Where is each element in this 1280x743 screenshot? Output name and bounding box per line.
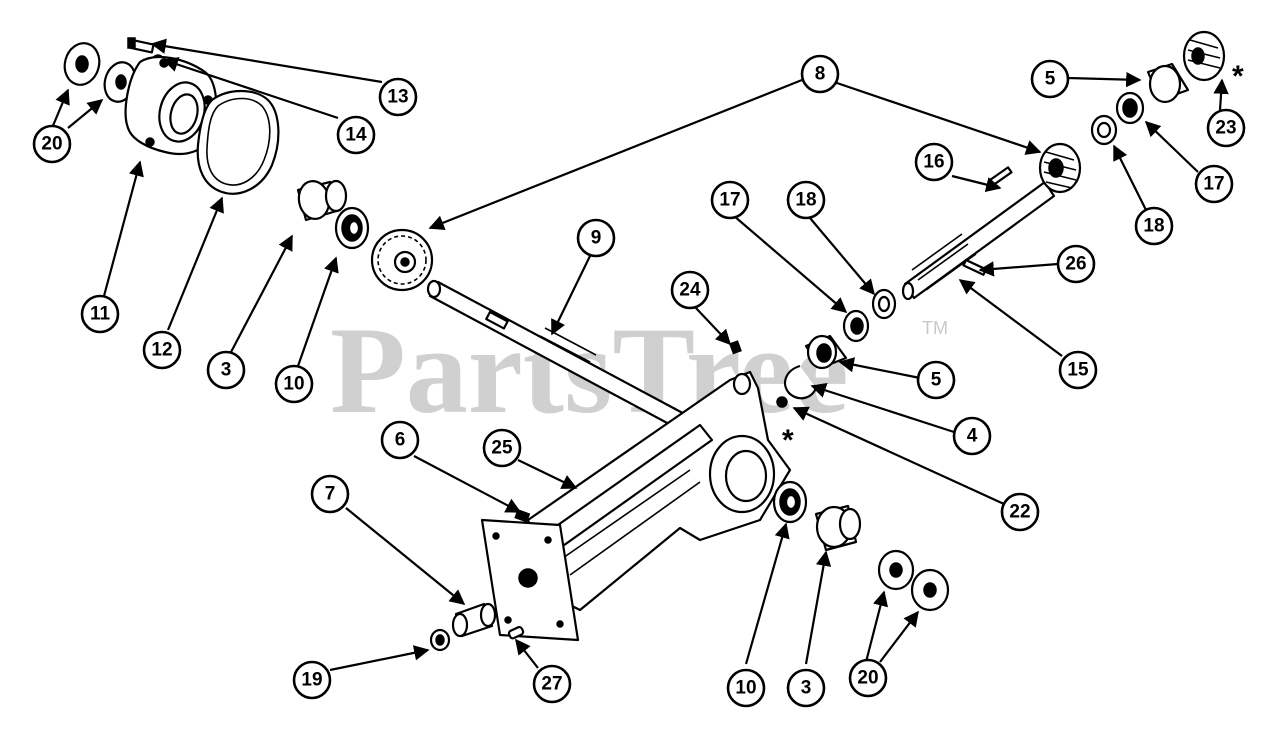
part-24-set-screw bbox=[729, 340, 742, 355]
part-26-key bbox=[962, 258, 988, 276]
leader-lines bbox=[50, 38, 1229, 672]
part-10-roller-bearing-bottom bbox=[772, 480, 808, 524]
part-18-spacer-mid bbox=[871, 288, 897, 320]
callout-17-mid[interactable]: 17 bbox=[710, 180, 750, 220]
callout-17-right[interactable]: 17 bbox=[1194, 164, 1234, 204]
callout-3-top[interactable]: 3 bbox=[206, 350, 246, 390]
part-16-key bbox=[988, 166, 1013, 187]
callout-10-top[interactable]: 10 bbox=[274, 364, 314, 404]
callout-9[interactable]: 9 bbox=[576, 218, 616, 258]
callout-label: 14 bbox=[345, 125, 367, 146]
part-18-spacer-right bbox=[1090, 114, 1118, 146]
part-3-bearing-cup-bottom bbox=[814, 504, 862, 552]
callout-label: 20 bbox=[41, 134, 62, 155]
callout-27[interactable]: 27 bbox=[532, 664, 572, 704]
callout-label: 17 bbox=[1203, 174, 1224, 195]
callout-24[interactable]: 24 bbox=[670, 270, 710, 310]
callout-label: 11 bbox=[90, 304, 111, 325]
callout-label: 22 bbox=[1009, 502, 1030, 523]
part-13-bolt bbox=[127, 37, 155, 54]
callout-23[interactable]: 23 bbox=[1206, 108, 1246, 148]
callout-11[interactable]: 11 bbox=[80, 294, 120, 334]
part-10-roller-bearing-top bbox=[334, 206, 370, 250]
callout-label: 20 bbox=[857, 668, 878, 689]
callout-label: 3 bbox=[221, 360, 232, 381]
callout-13[interactable]: 13 bbox=[378, 77, 418, 117]
callout-label: 9 bbox=[591, 228, 602, 249]
part-19-seal bbox=[429, 628, 451, 652]
callout-label: 13 bbox=[387, 87, 408, 108]
callout-5-mid[interactable]: 5 bbox=[916, 360, 956, 400]
callout-7[interactable]: 7 bbox=[310, 474, 350, 514]
callout-16[interactable]: 16 bbox=[914, 142, 954, 182]
callout-label: 10 bbox=[735, 678, 756, 699]
callout-26[interactable]: 26 bbox=[1056, 244, 1096, 284]
callout-label: 16 bbox=[923, 152, 944, 173]
part-20-washers-bottom bbox=[877, 549, 950, 612]
part-3-bearing-cup-top bbox=[296, 179, 348, 222]
part-23-worm bbox=[1182, 30, 1226, 82]
callout-label: 3 bbox=[801, 678, 812, 699]
callout-label: 24 bbox=[679, 280, 701, 301]
callout-label: 8 bbox=[815, 64, 826, 85]
callout-label: 17 bbox=[719, 190, 740, 211]
callout-12[interactable]: 12 bbox=[142, 330, 182, 370]
part-27-pin bbox=[507, 625, 525, 640]
watermark-trademark: TM bbox=[922, 318, 948, 338]
part-17-bearing-cone-mid bbox=[842, 309, 870, 343]
callout-label: 27 bbox=[541, 674, 562, 695]
part-6-mount-plate bbox=[480, 509, 580, 642]
part-25-housing-frame bbox=[526, 370, 792, 612]
callout-label: 4 bbox=[967, 426, 978, 447]
callout-6[interactable]: 6 bbox=[380, 420, 420, 460]
callout-label: 26 bbox=[1065, 254, 1086, 275]
part-15-worm-shaft bbox=[901, 180, 1056, 301]
part-22-set-screw bbox=[776, 396, 788, 408]
part-17-bearing-cone-right bbox=[1115, 91, 1145, 125]
callout-18-mid[interactable]: 18 bbox=[786, 180, 826, 220]
callout-label: 18 bbox=[795, 190, 816, 211]
callout-8[interactable]: 8 bbox=[800, 54, 840, 94]
callout-label: 19 bbox=[301, 670, 322, 691]
part-5-bearing-cup-right bbox=[1146, 62, 1190, 104]
part-5-bearing-cup-mid bbox=[804, 334, 848, 370]
part-8-gear-left bbox=[370, 228, 434, 292]
callout-15[interactable]: 15 bbox=[1058, 350, 1098, 390]
callout-label: 6 bbox=[395, 430, 406, 451]
part-7-bushing bbox=[451, 602, 497, 638]
part-11-bearing-housing bbox=[124, 55, 218, 156]
callout-4[interactable]: 4 bbox=[952, 416, 992, 456]
part-8-worm-gear-right bbox=[1038, 142, 1082, 194]
asterisk-marker-mid: * bbox=[782, 424, 794, 457]
callout-label: 5 bbox=[1045, 69, 1056, 90]
callout-5-top[interactable]: 5 bbox=[1030, 59, 1070, 99]
callout-14[interactable]: 14 bbox=[336, 115, 376, 155]
callout-20-bottom[interactable]: 20 bbox=[848, 658, 888, 698]
callout-20-top[interactable]: 20 bbox=[32, 124, 72, 164]
callout-label: 15 bbox=[1067, 360, 1089, 381]
callouts: 20 13 14 11 12 3 10 8 9 5 23 17 18 16 17… bbox=[32, 54, 1246, 708]
callout-label: 10 bbox=[283, 374, 304, 395]
callout-25[interactable]: 25 bbox=[482, 428, 522, 468]
callout-label: 23 bbox=[1215, 118, 1236, 139]
callout-label: 7 bbox=[325, 484, 336, 505]
callout-label: 12 bbox=[151, 340, 172, 361]
callout-label: 5 bbox=[931, 370, 942, 391]
callout-label: 18 bbox=[1143, 216, 1164, 237]
asterisk-marker-top: * bbox=[1232, 60, 1244, 93]
callout-22[interactable]: 22 bbox=[1000, 492, 1040, 532]
callout-label: 25 bbox=[491, 438, 513, 459]
part-12-gasket bbox=[196, 90, 280, 195]
callout-10-bottom[interactable]: 10 bbox=[726, 668, 766, 708]
callout-18-right[interactable]: 18 bbox=[1134, 206, 1174, 246]
callout-3-bottom[interactable]: 3 bbox=[786, 668, 826, 708]
callout-19[interactable]: 19 bbox=[292, 660, 332, 700]
